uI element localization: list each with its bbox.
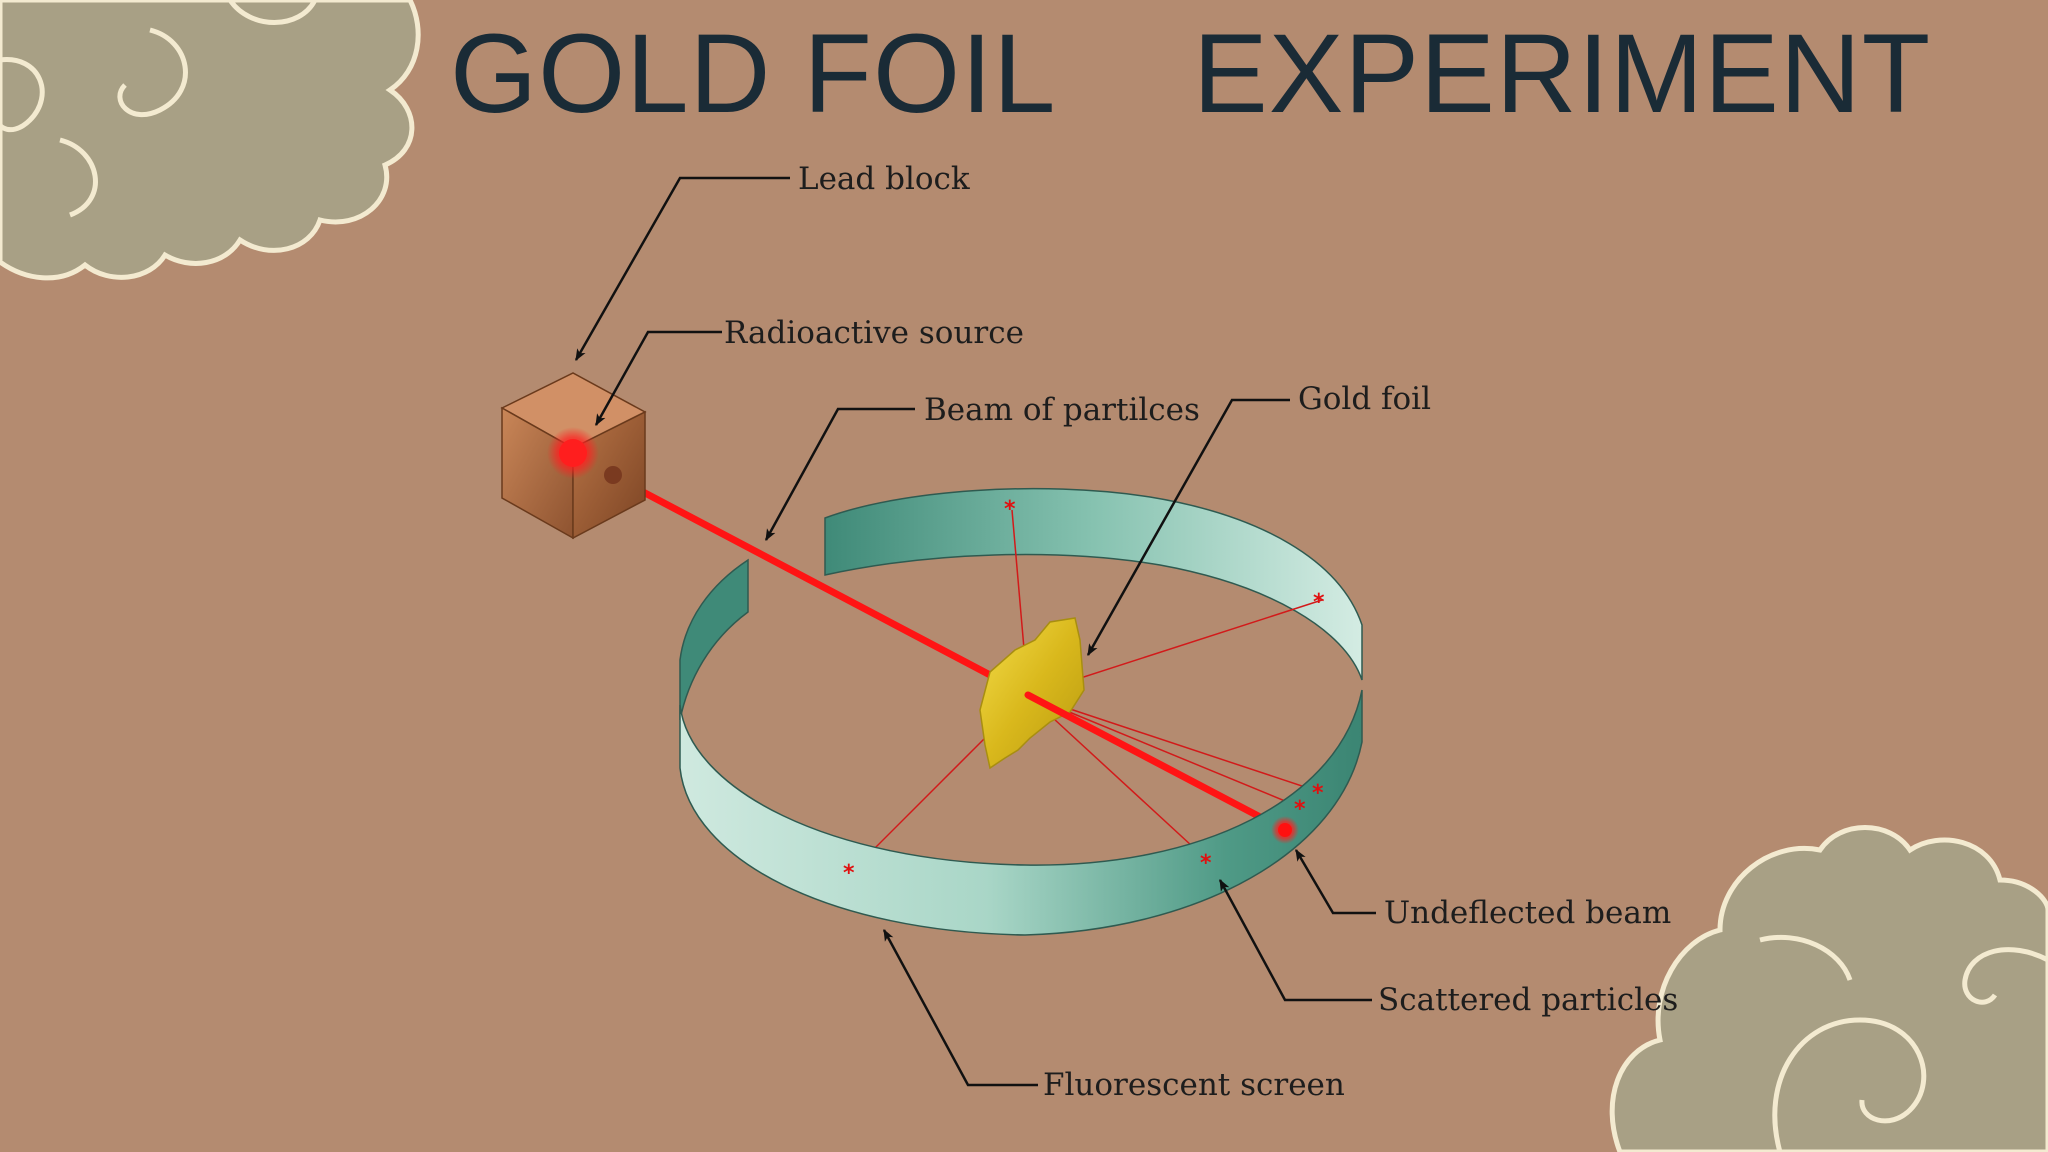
svg-text:*: * — [843, 861, 855, 886]
gold-foil — [979, 617, 1085, 770]
radioactive-source — [547, 427, 599, 479]
svg-text:*: * — [1004, 497, 1016, 522]
svg-text:*: * — [1312, 781, 1324, 806]
svg-text:*: * — [1294, 797, 1306, 822]
label-scattered-particles: Scattered particles — [1378, 982, 1679, 1018]
label-radioactive-source: Radioactive source — [724, 315, 1024, 351]
label-undeflected-beam: Undeflected beam — [1384, 895, 1672, 931]
leader-lines — [574, 176, 1376, 1087]
particle-beam — [569, 451, 1032, 699]
fluorescent-screen — [679, 487, 1363, 721]
svg-text:*: * — [1200, 851, 1212, 876]
svg-text:*: * — [1313, 590, 1325, 615]
lead-block — [500, 372, 647, 540]
label-lead-block: Lead block — [798, 161, 970, 197]
cloud-decoration-bottom-right — [1609, 825, 2048, 1152]
label-fluorescent-screen: Fluorescent screen — [1043, 1067, 1345, 1103]
label-beam: Beam of partilces — [924, 392, 1200, 428]
title-gold-foil: GOLD FOIL — [450, 11, 1057, 136]
scatter-marks: * * * * * * — [843, 497, 1325, 886]
undeflected-beam — [1024, 691, 1289, 834]
title-experiment: EXPERIMENT — [1193, 11, 1932, 136]
fluorescent-screen-front — [679, 689, 1363, 936]
label-gold-foil: Gold foil — [1298, 381, 1432, 417]
cloud-decoration-top-left — [0, 0, 421, 281]
